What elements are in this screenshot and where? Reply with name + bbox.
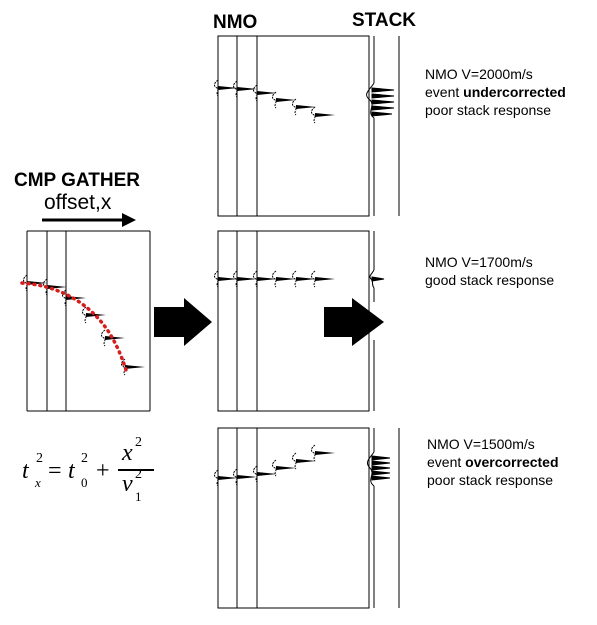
cmp-gather-panel (26, 230, 151, 412)
nmo-middle-wavelet (233, 270, 257, 288)
cmp-wavelet (101, 329, 125, 347)
note-overcorrected: NMO V=1500m/s event overcorrected poor s… (427, 436, 559, 488)
nmo-bottom-wavelet (253, 465, 277, 483)
nmo-heading: NMO (213, 12, 258, 33)
wavelet-traces (20, 79, 335, 487)
nmo-middle-wavelet (253, 270, 277, 288)
nmo-panel-top (217, 35, 370, 217)
nmo-top-wavelet (292, 98, 316, 116)
nmo-top-wavelet (311, 106, 335, 124)
nmo-middle-wavelet (272, 270, 296, 288)
nmo-top-wavelet (214, 79, 238, 97)
nmo-top-wavelet (233, 80, 257, 98)
nmo-bottom-wavelet (214, 469, 238, 487)
nmo-middle-wavelet (292, 270, 316, 288)
stack-heading: STACK (352, 10, 417, 31)
offset-label: offset,x (44, 191, 112, 214)
cmp-wavelet (23, 274, 47, 292)
nmo-bottom-wavelet (233, 468, 257, 486)
stack-trace-bottom (367, 428, 400, 608)
cmp-wavelet (121, 358, 145, 376)
nmo-middle-wavelet (214, 270, 238, 288)
nmo-bottom-wavelet (311, 444, 335, 462)
cmp-wavelet (82, 306, 106, 324)
process-arrow-1 (154, 298, 212, 346)
nmo-panel-bottom (217, 427, 370, 609)
nmo-top-wavelet (253, 84, 277, 102)
cmp-gather-heading: CMP GATHER (14, 170, 140, 191)
offset-arrow (42, 213, 136, 227)
nmo-middle-wavelet (311, 270, 335, 288)
nmo-equation: t 2 x = t 2 0 + x 2 v 2 1 (22, 435, 192, 513)
nmo-bottom-wavelet (272, 459, 296, 477)
note-undercorrected: NMO V=2000m/s event undercorrected poor … (425, 66, 566, 118)
nmo-top-wavelet (272, 91, 296, 109)
process-arrow-2 (324, 298, 384, 346)
note-good: NMO V=1700m/s good stack response (425, 254, 555, 288)
stack-trace-top (366, 36, 400, 216)
moveout-hyperbola (20, 281, 128, 372)
stack-trace-middle (369, 231, 385, 411)
nmo-bottom-wavelet (292, 452, 316, 470)
